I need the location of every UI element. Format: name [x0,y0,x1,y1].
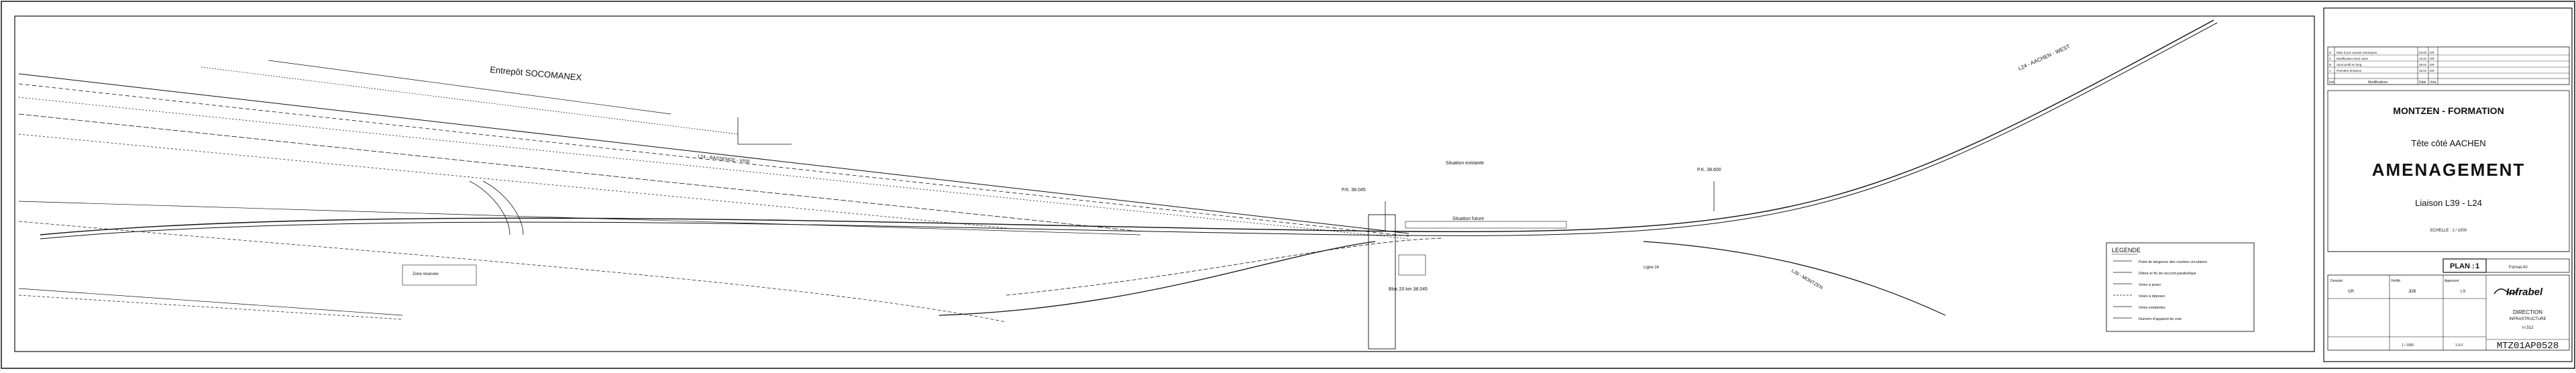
revision-idx: C [2329,57,2332,60]
main-track-2 [40,22,2218,239]
revision-text: Modification tracé voies [2337,57,2369,60]
logo-wave-icon [2493,288,2519,295]
revision-idx: A [2329,69,2331,72]
lower-grid [2327,274,2570,351]
track-i [18,295,403,320]
label-l24-bassenge: L24 - BASSENGE - VISE [698,154,751,164]
revision-vis: GR [2430,57,2435,60]
legend-item: Début et fin de raccord parabolique [2139,272,2196,276]
track-a [18,73,1409,234]
title-frame [2323,7,2573,362]
company-name: Infrabel [2506,286,2543,298]
label-l39: L39 - MONTZEN [1790,269,1823,290]
revision-date: 15.01 [2419,69,2427,72]
label-situation-existante: Situation existante [1446,161,1484,166]
verifie-label: Vérifié [2391,279,2400,283]
revision-vis: GR [2430,51,2435,54]
label-l24-aachen: L24 - AACHEN - WEST [2017,44,2071,72]
label-entrepot: Entrepôt SOCOMANEX [490,64,582,83]
project-subtitle: Tête côté AACHEN [2411,138,2485,148]
situation-box [1405,221,1567,229]
warehouse-outline [737,117,792,145]
siding-upper [201,66,739,135]
rev-header-vis: Visa [2430,81,2436,85]
main-title: AMENAGEMENT [2372,160,2526,180]
legend-title: LEGENDE [2112,247,2141,254]
legend-item: Numéro d'appareil de voie [2139,317,2182,321]
drawing-frame [14,15,2315,352]
rev-header-text: Modifications [2368,81,2388,85]
legend-item: Point de tangence des courbes circulaire… [2139,260,2207,264]
track-g [18,221,1007,323]
main-track-1 [40,19,2214,235]
legend-item: Voies à déposer [2139,295,2165,299]
approuve-value: LS [2461,290,2465,294]
rev-header-idx: Ind. [2329,81,2334,85]
track-e [18,134,1007,229]
plan-number: 1 [2475,262,2479,270]
curve-small-1 [469,180,511,235]
verifie-value: JDB [2408,290,2416,294]
direction: DIRECTION [2513,309,2542,315]
project-title: MONTZEN - FORMATION [2393,105,2504,116]
title-block [2327,46,2570,351]
label-situation-future: Situation future [1452,217,1484,221]
revision-date: 03.03 [2419,51,2427,54]
revision-date: 29.01 [2419,63,2427,66]
sheet-info: Format A0 [2509,266,2528,270]
legend-item: Voies existantes [2139,306,2165,310]
legend-items: Point de tangence des courbes circulaire… [2113,260,2207,321]
label-ligne-aux: Ligne 24 [1644,266,1660,270]
branch-l39 [1643,241,1946,316]
service: I-I.512 [2522,326,2534,330]
scale-note: ECHELLE : 1 / 1000 [2430,229,2467,233]
rev-header-date: Date [2419,81,2426,85]
revision-text: Mise à jour suivant remarques [2337,51,2377,54]
small-a: 1 / 1000 [2402,343,2414,348]
revision-table [2327,46,2570,85]
dessine-value: GR [2348,290,2355,294]
bloc-box [1398,254,1426,276]
legend-item: Voies à poser [2139,283,2161,287]
revision-text: Ajout profil en long [2337,63,2362,66]
track-f [18,201,1141,235]
revision-idx: D [2329,51,2332,54]
liaison-future [938,241,1376,316]
plan-label: PLAN : [2450,262,2475,270]
small-b: 1.0.0 [2455,343,2463,348]
label-pk-a: P.K. 38.045 [1342,188,1366,193]
label-pk-b: P.K. 38.600 [1697,168,1721,172]
liaison-title: Liaison L39 - L24 [2415,198,2482,208]
plan-side-box [2485,258,2570,273]
direction-sub: INFRASTRUCTURE [2510,317,2546,321]
revision-vis: GR [2430,69,2435,72]
legend: LEGENDE Point de tangence des courbes ci… [2106,242,2255,332]
revision-text: Première émission [2337,69,2362,72]
crossing-structure [1368,214,1396,350]
curve-small-2 [482,180,524,235]
track-c [18,97,1409,239]
track-h [18,288,403,316]
approuve-label: Approuvé [2445,279,2459,283]
track-b [18,83,1409,237]
dessine-label: Dessiné [2330,279,2343,283]
zone-box [402,264,477,286]
liaison-existing [1006,237,1443,296]
revision-idx: B [2329,63,2331,66]
label-bloc: Bloc 20 km 38.045 [1389,287,1428,292]
drawing-number: MTZ01AP0528 [2497,341,2559,352]
tracks-group [18,19,2218,350]
track-d [18,113,1141,232]
infrabel-logo: Infrabel [2493,286,2543,298]
revision-date: 12.02 [2419,57,2427,60]
siding-upper-2 [268,60,672,115]
label-zone: Zone réservée [413,272,439,276]
legend-box [2106,242,2255,332]
revision-vis: GR [2430,63,2435,66]
